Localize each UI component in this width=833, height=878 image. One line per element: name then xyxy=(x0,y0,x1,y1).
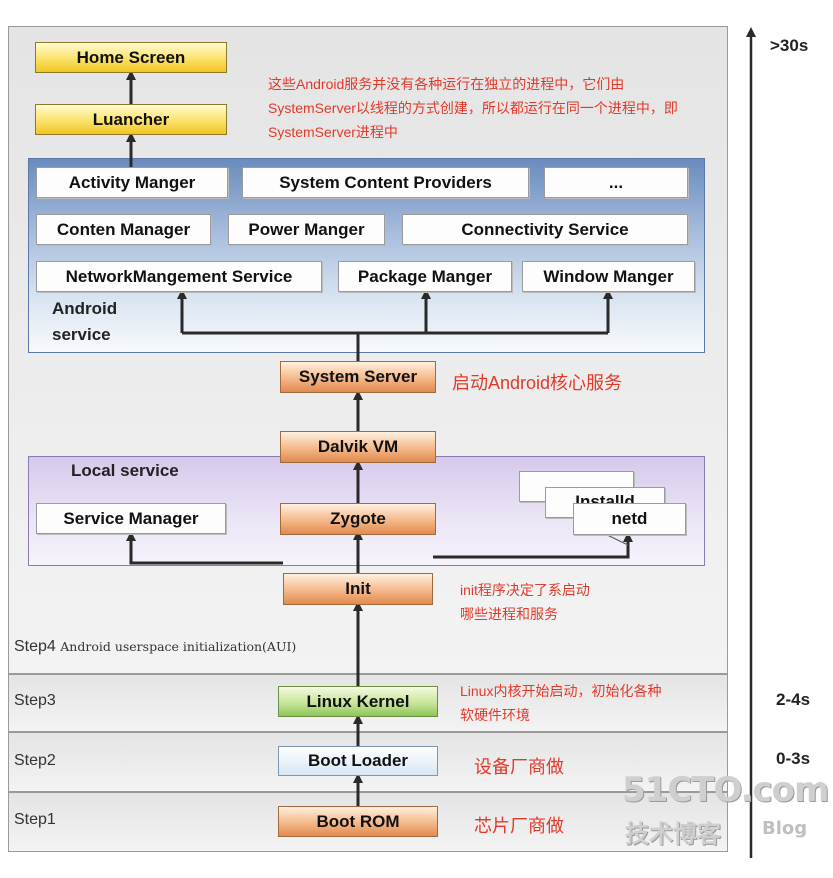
netd-box: netd xyxy=(573,503,686,535)
local-service-title: Local service xyxy=(71,461,179,480)
time-label-kernel: 2-4s xyxy=(776,690,811,709)
window-manager-box: Window Manger xyxy=(522,261,695,292)
dalvik-vm-box: Dalvik VM xyxy=(280,431,436,463)
activity-manager-box: Activity Manger xyxy=(36,167,228,198)
init-box: Init xyxy=(283,573,433,605)
time-label-top: >30s xyxy=(770,36,809,55)
boot-rom-box: Boot ROM xyxy=(278,806,438,837)
launcher-box: Luancher xyxy=(35,104,227,135)
zygote-box: Zygote xyxy=(280,503,436,535)
step3-label: Step3 xyxy=(14,692,56,709)
time-label-bootloader: 0-3s xyxy=(776,749,811,768)
power-manager-box: Power Manger xyxy=(228,214,385,245)
system-server-box: System Server xyxy=(280,361,436,393)
watermark-site: 51CTO.com xyxy=(622,770,829,810)
boot-loader-box: Boot Loader xyxy=(278,746,438,776)
kernel-note: Linux内核开始启动，初始化各种软硬件环境 xyxy=(460,683,662,723)
step4-description: Android userspace initialization(AUI) xyxy=(60,639,297,654)
package-manager-box: Package Manger xyxy=(338,261,512,292)
step1-label: Step1 xyxy=(14,811,56,828)
network-management-box: NetworkMangement Service xyxy=(36,261,322,292)
step4-label: Step4 Android userspace initialization(A… xyxy=(14,638,296,656)
boot-loader-note: 设备厂商做 xyxy=(474,757,564,777)
step2-label: Step2 xyxy=(14,752,56,769)
watermark-blog-cn: 技术博客 xyxy=(625,820,721,848)
step4-title: Step4 xyxy=(14,638,56,655)
system-server-note: 启动Android核心服务 xyxy=(452,373,623,393)
android-service-title: Android service xyxy=(52,299,118,344)
home-screen-box: Home Screen xyxy=(35,42,227,73)
content-manager-box: Conten Manager xyxy=(36,214,211,245)
watermark-blog: Blog xyxy=(762,818,808,839)
service-manager-box: Service Manager xyxy=(36,503,226,534)
connectivity-service-box: Connectivity Service xyxy=(402,214,688,245)
content-providers-box: System Content Providers xyxy=(242,167,529,198)
more-services-box: ... xyxy=(544,167,688,198)
linux-kernel-box: Linux Kernel xyxy=(278,686,438,717)
android-services-note: 这些Android服务并没有各种运行在独立的进程中，它们由SystemServe… xyxy=(268,76,678,140)
init-note: init程序决定了系启动哪些进程和服务 xyxy=(460,582,590,622)
boot-rom-note: 芯片厂商做 xyxy=(474,816,564,836)
